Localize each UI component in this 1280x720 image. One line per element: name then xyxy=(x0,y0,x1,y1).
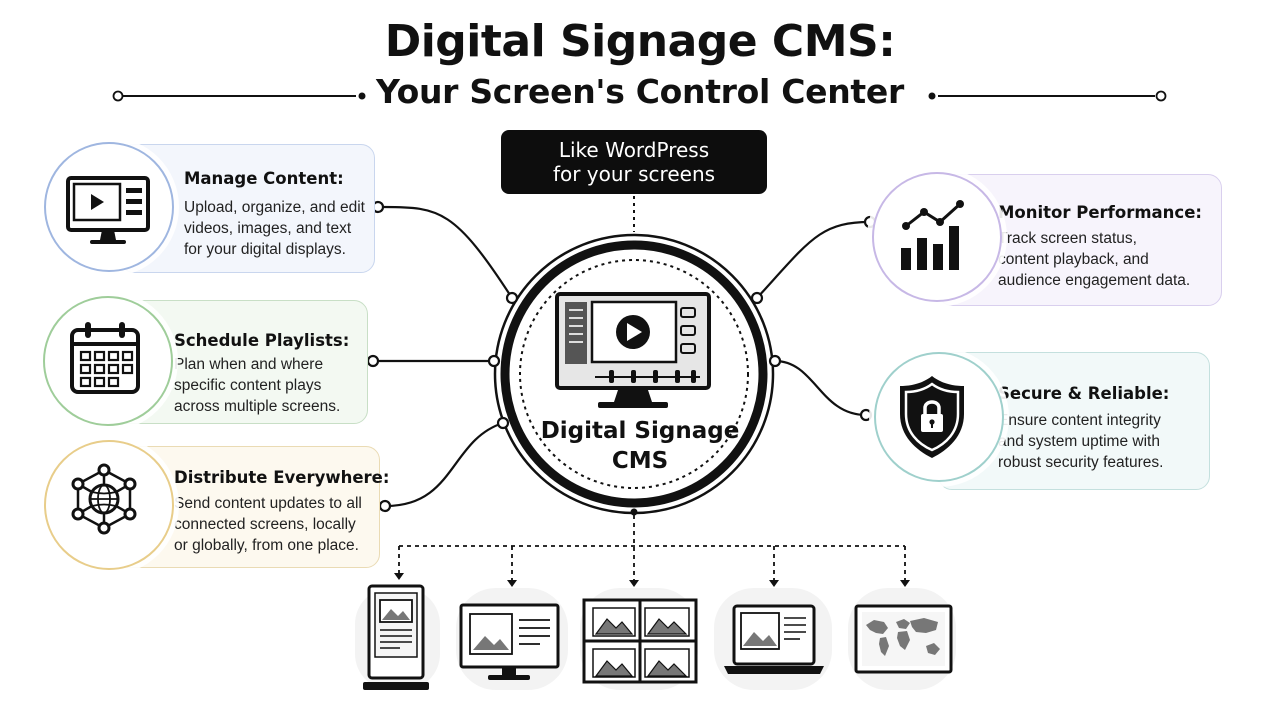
video-wall-icon xyxy=(582,598,698,684)
feature-description: Track screen status, content playback, a… xyxy=(998,230,1191,289)
diagram-subtitle: Your Screen's Control Center xyxy=(376,72,904,111)
distribution-arrowheads xyxy=(394,573,910,587)
monitor-display-icon xyxy=(459,603,560,680)
diagram-title: Digital Signage CMS: xyxy=(384,16,896,67)
feature-title: Monitor Performance: xyxy=(998,203,1202,222)
feature-title: Schedule Playlists: xyxy=(174,331,350,350)
monitor-content-icon xyxy=(44,142,174,272)
feature-title: Distribute Everywhere: xyxy=(174,468,390,487)
feature-title: Secure & Reliable: xyxy=(998,384,1170,403)
tagline-line-1: Like WordPress xyxy=(558,138,710,162)
tagline-line-2: for your screens xyxy=(552,162,716,186)
hub-bottom-node xyxy=(630,508,638,516)
tagline-box: Like WordPress for your screens xyxy=(501,130,767,194)
kiosk-display-icon xyxy=(363,584,429,690)
connector-nodes xyxy=(366,200,877,513)
map-display-icon xyxy=(854,604,953,674)
title-decoration-right xyxy=(928,90,1167,102)
hub-label-line-2: CMS xyxy=(611,448,669,474)
feature-card-secure-reliable: Secure & Reliable: Ensure content integr… xyxy=(938,352,1210,490)
laptop-display-icon xyxy=(724,604,824,674)
left-connectors xyxy=(374,205,513,508)
hub-label-line-1: Digital Signage xyxy=(540,418,740,444)
feature-description: Send content updates to all connected sc… xyxy=(174,495,362,554)
distribution-tree xyxy=(398,515,906,580)
shield-lock-icon xyxy=(874,352,1004,482)
network-globe-icon xyxy=(44,440,174,570)
right-connectors xyxy=(756,220,871,417)
feature-card-manage-content: Manage Content: Upload, organize, and ed… xyxy=(120,144,375,273)
feature-title: Manage Content: xyxy=(184,169,344,188)
calendar-icon xyxy=(43,296,173,426)
title-decoration-left xyxy=(112,90,366,102)
feature-description: Ensure content integrity and system upti… xyxy=(998,412,1164,471)
feature-description: Plan when and where specific content pla… xyxy=(174,356,341,415)
analytics-chart-icon xyxy=(872,172,1002,302)
feature-description: Upload, organize, and edit videos, image… xyxy=(184,199,365,258)
